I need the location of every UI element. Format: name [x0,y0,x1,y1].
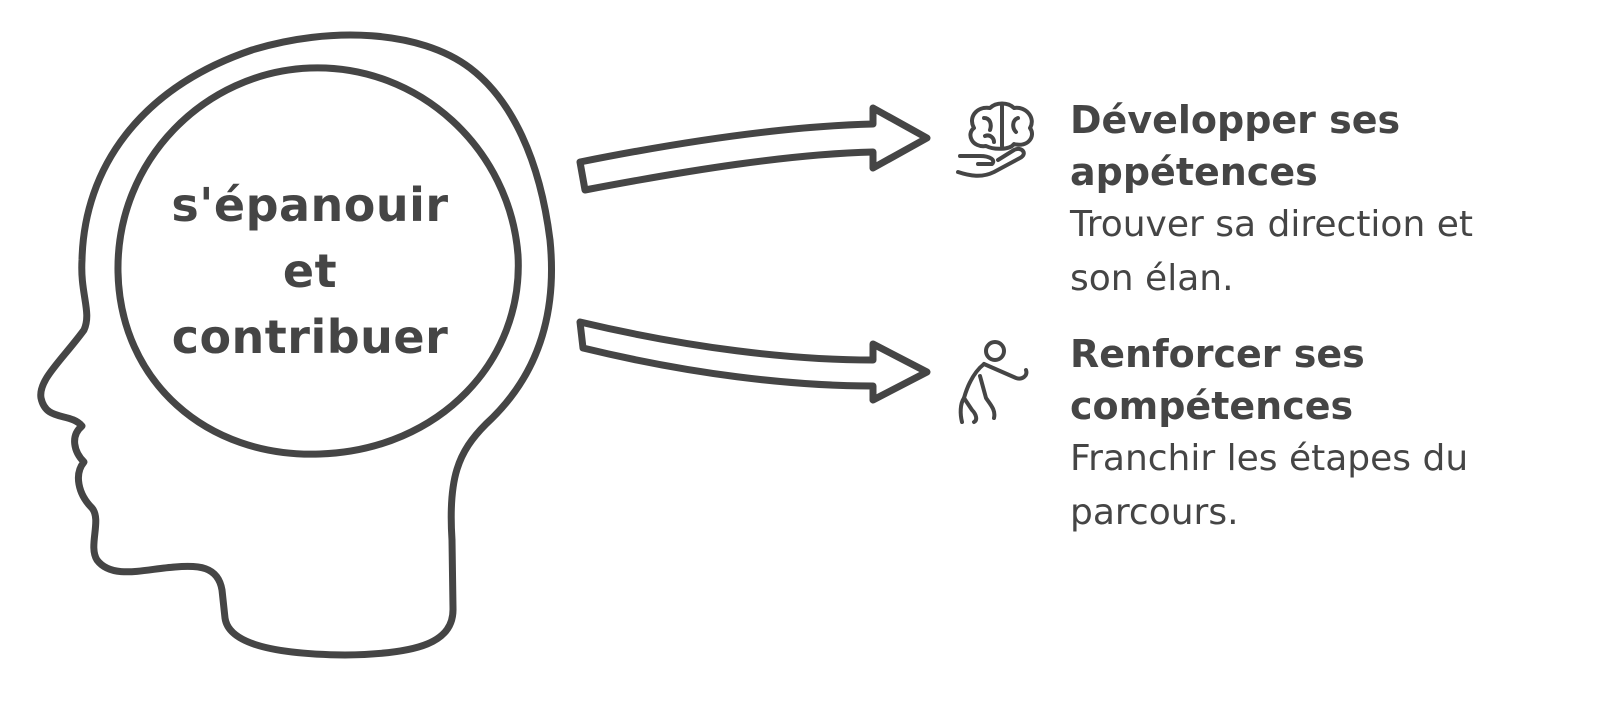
branch-desc-line2: son élan. [1070,258,1234,299]
branch-title-line2: appétences [1070,150,1318,194]
arrow-to-appetences [576,104,931,194]
inner-circle [114,64,522,458]
branch-appetences: Développer ses appétences Trouver sa dir… [1070,94,1600,306]
branch-title-line2: compétences [1070,384,1354,428]
branch-description: Franchir les étapes du parcours. [1070,432,1600,540]
center-label-line2: et [282,244,338,298]
branch-title: Renforcer ses compétences [1070,328,1600,432]
branch-description: Trouver sa direction et son élan. [1070,198,1600,306]
head-silhouette [37,31,556,659]
branch-title-line1: Renforcer ses [1070,332,1365,376]
branch-desc-line2: parcours. [1070,492,1239,533]
brain-in-hand-icon [956,101,1034,178]
person-reaching-icon [958,340,1029,424]
center-label-line3: contribuer [171,310,449,364]
center-label: s'épanouir et contribuer [120,172,500,370]
branch-title-line1: Développer ses [1070,98,1401,142]
branch-title: Développer ses appétences [1070,94,1600,198]
branch-desc-line1: Franchir les étapes du [1070,438,1469,479]
branch-competences: Renforcer ses compétences Franchir les é… [1070,328,1600,540]
arrow-to-competences [576,318,931,404]
center-label-line1: s'épanouir [171,178,449,232]
branch-desc-line1: Trouver sa direction et [1070,204,1473,245]
